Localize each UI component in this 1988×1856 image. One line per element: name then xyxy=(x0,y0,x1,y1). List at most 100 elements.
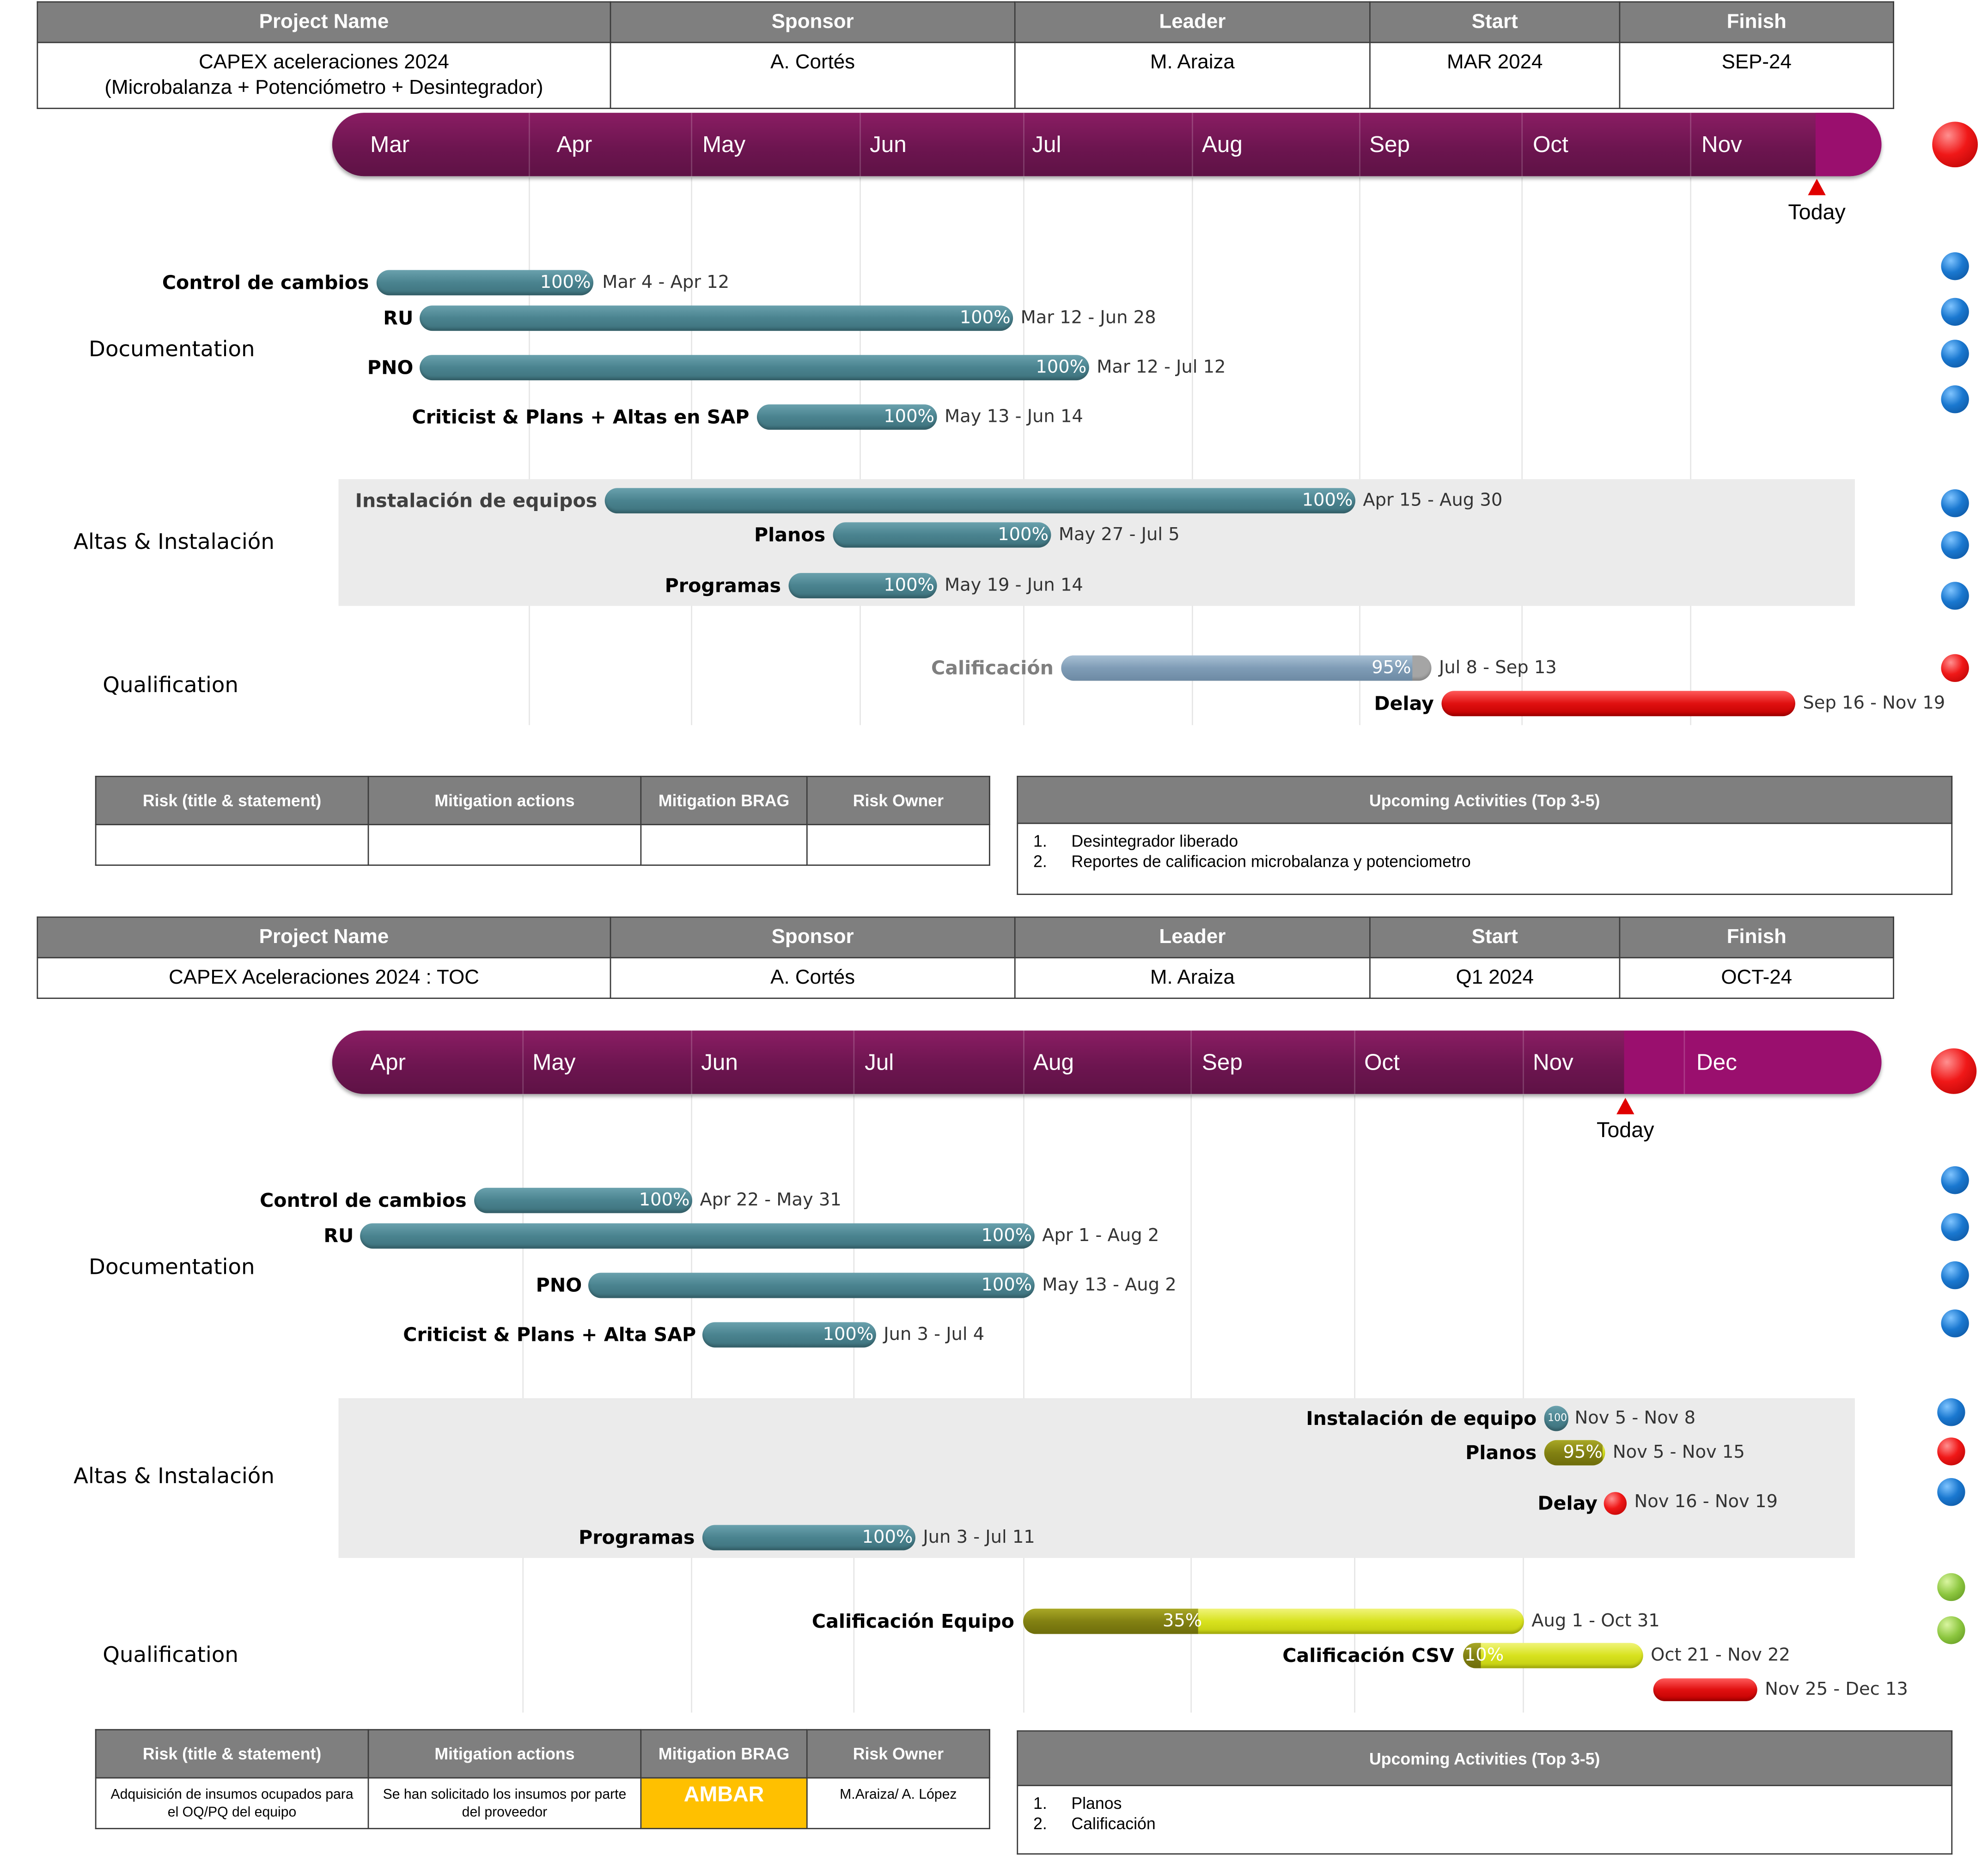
task-bar: 100% xyxy=(702,1322,876,1348)
task-bar: 100% xyxy=(376,270,594,296)
task-status-dot xyxy=(1941,582,1969,610)
owner-cell xyxy=(806,824,990,866)
sponsor-cell: A. Cortés xyxy=(610,957,1016,999)
task-status-dot xyxy=(1941,654,1969,682)
task-label: Instalación de equipos xyxy=(355,489,598,512)
upcoming-table: Upcoming Activities (Top 3-5) 1.Planos 2… xyxy=(1017,1730,1953,1855)
task-status-dot xyxy=(1941,385,1969,414)
task-dates: Apr 22 - May 31 xyxy=(700,1190,842,1211)
project-name-cell: CAPEX Aceleraciones 2024 : TOC xyxy=(37,957,611,999)
task-percent: 100% xyxy=(823,1325,874,1345)
project1-header-table: Project Name Sponsor Leader Start Finish… xyxy=(37,1,1894,109)
owner-header: Risk Owner xyxy=(806,776,990,826)
brag-cell xyxy=(640,824,808,866)
project1-timeline: Mar Apr May Jun Jul Aug Sep Oct Nov xyxy=(332,113,1882,176)
task-bar: 100% xyxy=(474,1187,693,1213)
task-dates: May 19 - Jun 14 xyxy=(944,575,1083,596)
grid-line xyxy=(1023,177,1024,725)
group-documentation: Documentation xyxy=(89,1255,255,1281)
finish-cell: SEP-24 xyxy=(1619,42,1894,109)
month-label: Dec xyxy=(1696,1049,1737,1075)
task-bar: 100% xyxy=(702,1525,915,1551)
header-start: Start xyxy=(1369,916,1621,959)
task-status-dot xyxy=(1937,1478,1965,1506)
task-percent: 100% xyxy=(884,575,935,596)
task-label: PNO xyxy=(367,356,414,379)
task-dates: Nov 5 - Nov 15 xyxy=(1612,1442,1745,1463)
task-label: Control de cambios xyxy=(260,1189,467,1212)
project-name-line1: CAPEX aceleraciones 2024 xyxy=(199,51,449,73)
group-qualification: Qualification xyxy=(103,673,238,699)
header-sponsor: Sponsor xyxy=(610,1,1016,43)
task-dates: Apr 15 - Aug 30 xyxy=(1363,490,1503,511)
grid-line xyxy=(1521,177,1523,725)
task-label: Calificación xyxy=(931,657,1054,680)
task-bar: 100% xyxy=(360,1223,1035,1249)
task-dates: Sep 16 - Nov 19 xyxy=(1803,693,1945,714)
task-dates: Nov 25 - Dec 13 xyxy=(1765,1680,1908,1700)
month-label: Mar xyxy=(370,132,410,158)
task-bar: 100% xyxy=(420,355,1089,381)
task-percent: 35% xyxy=(1162,1611,1202,1632)
header-leader: Leader xyxy=(1014,1,1371,43)
task-percent: 100% xyxy=(1036,357,1087,378)
month-label: Aug xyxy=(1201,132,1243,158)
brag-header: Mitigation BRAG xyxy=(640,776,808,826)
header-project-name: Project Name xyxy=(37,916,611,959)
month-label: Jul xyxy=(1032,132,1061,158)
month-label: Aug xyxy=(1033,1049,1074,1075)
task-label: Programas xyxy=(579,1526,695,1549)
group-qualification: Qualification xyxy=(103,1643,238,1668)
task-bar: 100 xyxy=(1544,1406,1568,1431)
upcoming-list: 1.Planos 2.Calificación xyxy=(1017,1784,1953,1855)
today-marker-icon xyxy=(1808,178,1826,195)
task-bar: 100% xyxy=(420,305,1013,331)
task-bar: 100% xyxy=(756,404,937,430)
upcoming-list: 1.Desintegrador liberado 2.Reportes de c… xyxy=(1017,822,1953,895)
task-bar: 10% xyxy=(1463,1643,1643,1668)
task-status-dot xyxy=(1941,1166,1969,1194)
mitigation-cell xyxy=(367,824,642,866)
task-status-dot xyxy=(1941,340,1969,368)
mitigation-cell: Se han solicitado los insumos por parte … xyxy=(367,1777,642,1830)
project-status-dot xyxy=(1932,122,1978,168)
task-label: Programas xyxy=(665,574,781,597)
task-bar: 100% xyxy=(604,488,1355,514)
header-project-name: Project Name xyxy=(37,1,611,43)
task-label: Calificación Equipo xyxy=(811,1610,1014,1633)
grid-line xyxy=(1191,177,1193,725)
upcoming-header: Upcoming Activities (Top 3-5) xyxy=(1017,1730,1953,1786)
task-bar: 95% xyxy=(1061,655,1432,681)
grid-line xyxy=(529,177,530,725)
upcoming-item: 1.Desintegrador liberado xyxy=(1033,831,1238,851)
risk-table: Risk (title & statement) Mitigation acti… xyxy=(95,776,990,866)
task-dates: Mar 12 - Jul 12 xyxy=(1097,357,1226,378)
month-label: Sep xyxy=(1201,1049,1243,1075)
task-status-dot xyxy=(1937,1616,1965,1644)
task-label: RU xyxy=(383,306,414,330)
task-label: Criticist & Plans + Altas en SAP xyxy=(412,405,750,429)
task-dates: May 13 - Jun 14 xyxy=(944,407,1083,427)
header-sponsor: Sponsor xyxy=(610,916,1016,959)
task-dates: Jun 3 - Jul 4 xyxy=(884,1325,985,1345)
task-status-dot xyxy=(1941,1213,1969,1241)
upcoming-item: 2.Calificación xyxy=(1033,1814,1156,1833)
grid-line xyxy=(860,177,861,725)
task-status-dot xyxy=(1941,298,1969,326)
task-dates: Nov 16 - Nov 19 xyxy=(1634,1492,1778,1513)
task-percent: 100 xyxy=(1548,1412,1567,1424)
task-bar: 35% xyxy=(1023,1608,1524,1634)
task-status-dot xyxy=(1941,1309,1969,1338)
project-name-cell: CAPEX aceleraciones 2024 (Microbalanza +… xyxy=(37,42,611,109)
task-status-dot xyxy=(1937,1573,1965,1601)
group-altas: Altas & Instalación xyxy=(73,529,274,555)
task-status-dot xyxy=(1941,531,1969,559)
task-dates: Aug 1 - Oct 31 xyxy=(1531,1611,1660,1632)
task-percent: 100% xyxy=(1302,490,1353,511)
task-status-dot xyxy=(1941,1261,1969,1290)
task-label: PNO xyxy=(536,1274,582,1297)
upcoming-header: Upcoming Activities (Top 3-5) xyxy=(1017,776,1953,824)
month-label: Nov xyxy=(1701,132,1742,158)
start-cell: Q1 2024 xyxy=(1369,957,1621,999)
task-dates: Jun 3 - Jul 11 xyxy=(923,1527,1035,1548)
